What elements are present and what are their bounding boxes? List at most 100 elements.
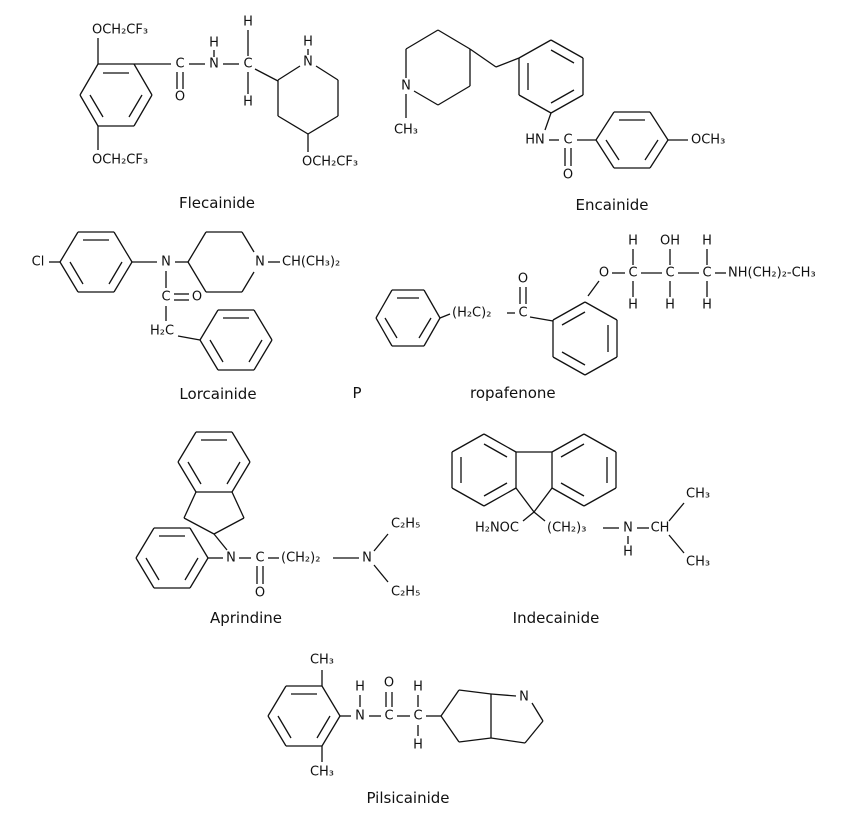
atom-label-h: H [628,298,638,313]
atom-label-carbonyl-c: C [175,57,184,72]
group-label-propyl: (CH₂)₃ [547,521,586,536]
bond-line [199,309,219,341]
caption-encainide: Encainide [575,196,648,214]
bond-line [189,527,209,559]
bond-line [561,311,586,326]
bond-line [405,29,439,50]
bond-line [550,39,584,59]
group-label-methylene: H₂C [150,324,174,339]
group-label-isopropyl: CH(CH₃)₂ [282,255,340,270]
bond-line [209,339,224,363]
bond-line [668,534,685,554]
bond-line [307,115,339,135]
bond-line [145,557,160,581]
bond-line [277,115,309,135]
bond-line [552,301,586,321]
bond-line [177,335,201,341]
molecule-encainide: N CH₃ HN C O OCH₃ Encainide [394,29,725,214]
bond-line [483,433,517,453]
bond-line [483,487,517,507]
atom-label-h: H [628,234,638,249]
bond-line [199,339,219,371]
bond-line [423,289,441,319]
atom-label-carbonyl-c: C [518,306,527,321]
atom-label-amine-h: H [623,545,633,560]
caption-propafenone-p: P [352,384,361,402]
atom-label-piperidine-n: N [255,255,265,270]
atom-label-carbonyl-o: O [518,272,528,287]
bond-line [177,431,197,463]
atom-label-ether-o: O [599,266,609,281]
atom-label-c3: C [702,266,711,281]
bond-line [560,482,585,497]
group-label-trifluoroethoxy-top: OCH₂CF₃ [92,23,148,38]
bond-line [561,351,586,366]
bond-line [495,57,520,68]
bond-line [605,139,620,161]
atom-label-amine-n: N [623,521,633,536]
bond-line [483,443,508,458]
bond-line [583,487,617,507]
atom-label-h: H [413,680,423,695]
group-label-methyl-top: CH₃ [310,653,334,668]
indecainide-bonds [451,433,685,554]
bond-line [531,702,544,722]
molecule-propafenone: (H₂C)₂ C O O C H H C OH H C H H NH(CH₂)₂… [352,234,815,403]
bond-line [133,94,153,127]
bond-line [375,289,393,319]
encainide-bonds [405,29,688,169]
bond-line [248,339,263,363]
bond-line [253,339,273,371]
atom-label-tertiary-n: N [362,551,372,566]
atom-label-anilide-hn: HN [525,133,545,148]
atom-label-carbonyl-c: C [255,551,264,566]
bond-line [187,261,207,293]
atom-label-c: C [243,57,252,72]
bond-line [108,261,123,285]
group-label-ethyl-top: C₂H₅ [391,517,420,532]
bond-line [483,482,508,497]
group-label-methyl-bottom: CH₃ [310,765,334,780]
atom-label-carbonyl-o: O [255,586,265,601]
flecainide-bonds [79,30,339,152]
atom-label-h: H [243,15,253,30]
bond-line [583,433,617,453]
bond-line [267,715,287,747]
molecule-lorcainide: Cl N N CH(CH₃)₂ C O H₂C Lorcainide [32,231,340,403]
bond-line [213,533,228,551]
bond-line [437,29,471,50]
bond-line [423,317,441,347]
bond-line [490,693,517,697]
bond-line [451,433,485,453]
atom-label-amide-n: N [209,57,219,72]
bond-line [550,89,575,104]
bond-line [213,517,245,535]
bond-line [373,533,389,552]
bond-line [550,94,584,114]
atom-label-amide-n: N [161,255,171,270]
bond-line [231,431,251,463]
bond-line [184,557,199,581]
pilsicainide-bonds [267,670,544,762]
atom-label-piperidine-n: N [303,55,313,70]
bond-line [231,491,245,519]
bond-line [277,715,292,739]
molecule-pilsicainide: CH₃ CH₃ H N O C H C H N Pilsicainide [267,653,544,807]
bond-line [458,737,492,743]
bond-line [649,139,669,169]
bond-line [187,461,202,485]
bond-line [439,313,451,319]
bond-line [522,511,535,522]
atom-label-carbonyl-c: C [161,290,170,305]
bond-line [183,517,215,535]
bond-line [524,720,544,744]
atom-label-h: H [665,298,675,313]
atom-label-carbonyl-o: O [384,676,394,691]
atom-label-h: H [702,298,712,313]
group-label-hydroxyl: OH [660,234,680,249]
bond-line [321,685,341,717]
bond-line [515,487,535,513]
bond-line [267,685,287,717]
group-label-methoxy: OCH₃ [691,133,725,148]
